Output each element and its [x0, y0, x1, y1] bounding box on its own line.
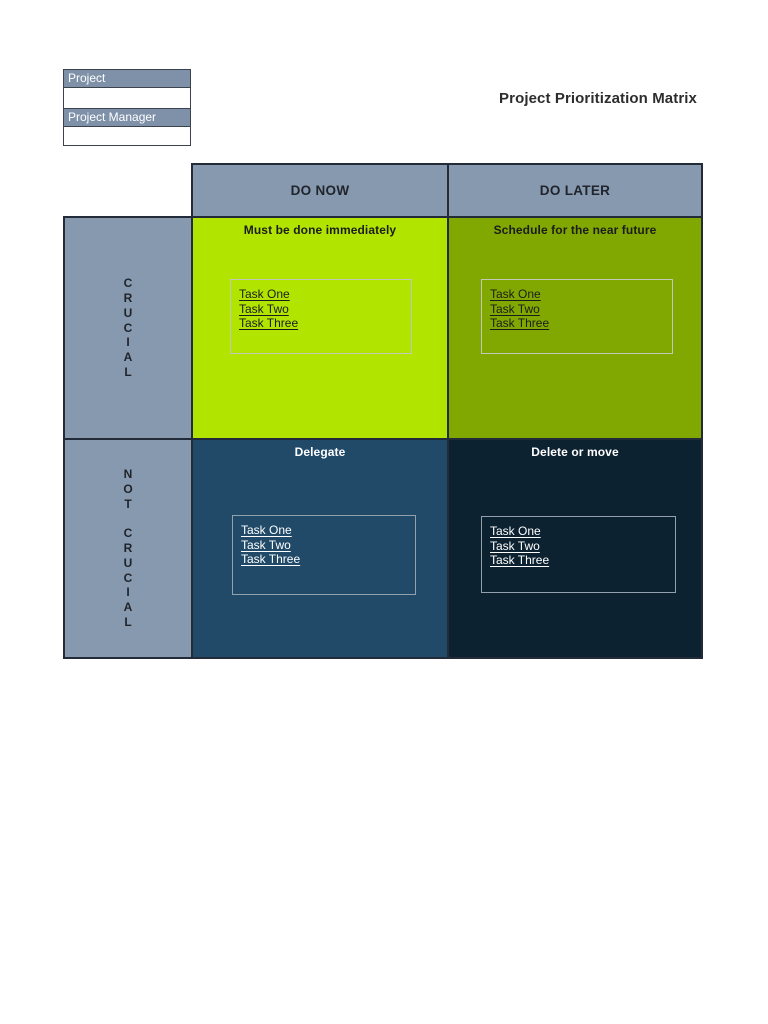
- task-link[interactable]: Task One: [241, 523, 292, 537]
- project-manager-label: Project Manager: [63, 109, 191, 127]
- task-link[interactable]: Task Two: [239, 301, 289, 316]
- project-input[interactable]: [63, 88, 191, 109]
- task-link[interactable]: Task One: [490, 524, 541, 538]
- quadrant-subtitle: Schedule for the near future: [493, 223, 657, 237]
- quadrant-crucial-do-later: Schedule for the near future Task One Ta…: [447, 216, 703, 438]
- task-link[interactable]: Task One: [239, 287, 290, 301]
- quadrant-subtitle: Delete or move: [531, 445, 619, 459]
- task-link[interactable]: Task Two: [490, 538, 540, 553]
- column-header-do-later: DO LATER: [447, 163, 703, 216]
- row-header-not-crucial-text: N O T C R U C I A L: [123, 467, 133, 630]
- quadrant-not-crucial-do-later: Delete or move Task One Task Two Task Th…: [447, 438, 703, 659]
- task-link[interactable]: Task Three: [239, 316, 299, 330]
- task-list-box[interactable]: Task One Task Two Task Three: [230, 279, 412, 354]
- task-item: Task Three: [490, 553, 667, 568]
- task-list-box[interactable]: Task One Task Two Task Three: [481, 279, 673, 354]
- task-item: Task Three: [239, 316, 403, 331]
- row-header-not-crucial: N O T C R U C I A L: [63, 438, 191, 659]
- task-item: Task One: [490, 524, 667, 539]
- project-label: Project: [63, 69, 191, 88]
- row-header-crucial-text: C R U C I A L: [123, 276, 133, 379]
- task-link[interactable]: Task One: [490, 287, 541, 301]
- project-info-block: Project Project Manager: [63, 69, 191, 146]
- project-manager-input[interactable]: [63, 127, 191, 146]
- task-link[interactable]: Task Three: [490, 316, 550, 330]
- quadrant-crucial-do-now: Must be done immediately Task One Task T…: [191, 216, 447, 438]
- quadrant-not-crucial-do-now: Delegate Task One Task Two Task Three: [191, 438, 447, 659]
- task-link[interactable]: Task Two: [490, 301, 540, 316]
- task-item: Task Two: [241, 538, 407, 553]
- quadrant-subtitle: Must be done immediately: [243, 223, 397, 237]
- task-link[interactable]: Task Three: [241, 552, 301, 566]
- task-list-box[interactable]: Task One Task Two Task Three: [232, 515, 416, 595]
- task-link[interactable]: Task Three: [490, 553, 550, 567]
- task-item: Task Two: [239, 302, 403, 317]
- task-item: Task Two: [490, 539, 667, 554]
- column-header-do-now: DO NOW: [191, 163, 447, 216]
- corner-spacer: [63, 163, 191, 216]
- task-item: Task One: [239, 287, 403, 302]
- task-item: Task Two: [490, 302, 664, 317]
- row-header-crucial: C R U C I A L: [63, 216, 191, 438]
- task-item: Task Three: [490, 316, 664, 331]
- page-title: Project Prioritization Matrix: [499, 90, 697, 107]
- task-item: Task Three: [241, 552, 407, 567]
- task-item: Task One: [490, 287, 664, 302]
- quadrant-subtitle: Delegate: [294, 445, 346, 459]
- prioritization-matrix: DO NOW DO LATER C R U C I A L N O T C R …: [63, 163, 703, 659]
- task-list-box[interactable]: Task One Task Two Task Three: [481, 516, 676, 593]
- task-link[interactable]: Task Two: [241, 537, 291, 552]
- task-item: Task One: [241, 523, 407, 538]
